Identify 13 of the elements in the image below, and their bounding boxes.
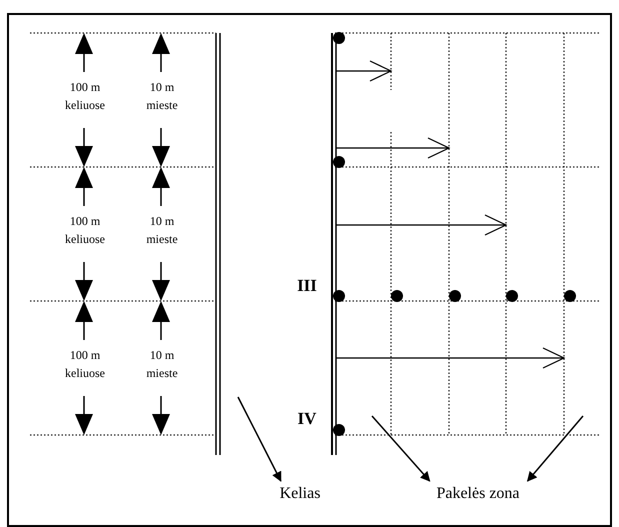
zone-label: Kelias [280,484,320,504]
zone-number: IV [296,410,318,428]
distance-label: 100 m keliuose [64,79,106,114]
distance-label: 10 m mieste [145,79,179,114]
zone-number: III [296,277,318,295]
distance-label: 10 m mieste [145,213,179,248]
distance-label: 100 m keliuose [64,213,106,248]
leader-arrow [526,416,584,482]
zone-label: Pakelės zona [436,484,520,504]
distance-label: 100 m keliuose [64,347,106,382]
leader-arrow [237,396,282,482]
leader-arrow [371,416,430,482]
distance-label: 10 m mieste [145,347,179,382]
